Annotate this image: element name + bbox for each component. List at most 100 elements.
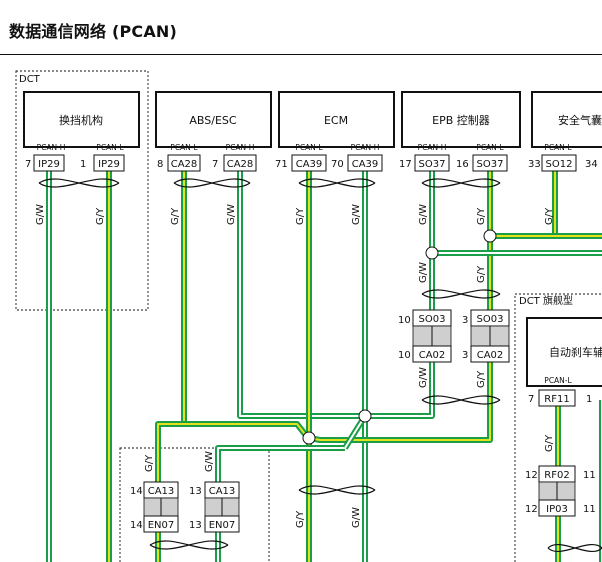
wire-label: G/Y	[544, 207, 555, 225]
pin-number: 3	[462, 350, 468, 361]
wire-label: G/Y	[170, 207, 181, 225]
module-tcu-label: 换挡机构	[59, 113, 103, 127]
wire-labels: G/W G/Y G/Y G/W G/Y G/W G/W G/Y G/Y G/W …	[35, 204, 555, 528]
twist-ca13	[149, 540, 229, 550]
wire-label: G/W	[418, 204, 429, 225]
module-aeb: 自动刹车辅 PCAN-L	[526, 317, 602, 387]
connector-name: SO37	[477, 159, 504, 170]
wire-label: G/Y	[95, 207, 106, 225]
pin-number: 16	[456, 159, 469, 170]
pin-number: 14	[130, 520, 143, 531]
connector-name: IP29	[98, 159, 120, 170]
twist-tcu	[38, 178, 120, 188]
twist-epb-low	[421, 395, 501, 405]
pin-number: 8	[157, 159, 163, 170]
wire-label: G/W	[35, 204, 46, 225]
wire-label: G/W	[418, 367, 429, 388]
wire-abs-l	[181, 171, 311, 440]
pin-label-abs-h: PCAN-H	[226, 143, 255, 152]
module-tcu: 换挡机构 PCAN-H PCAN-L	[23, 91, 140, 152]
pin-number: 71	[275, 159, 288, 170]
twist-rf	[547, 543, 602, 553]
wire-abs-h	[237, 171, 365, 419]
module-epb: EPB 控制器 PCAN-H PCAN-L	[401, 91, 521, 152]
page-title: 数据通信网络 (PCAN)	[9, 22, 178, 41]
connector-ca13-en07: 14 CA13 13 CA13 14 EN07 13 EN07	[130, 481, 240, 533]
wire-label: G/Y	[476, 265, 487, 283]
module-abs: ABS/ESC PCAN-L PCAN-H	[155, 91, 272, 152]
pin-label-tcu-l: PCAN-L	[96, 143, 124, 152]
connector-rf: 7 RF11 1 12 RF02 11 12 IP03 11	[525, 389, 596, 517]
connector-name: CA28	[171, 159, 198, 170]
connector-name: SO12	[546, 159, 573, 170]
pin-number: 10	[398, 315, 411, 326]
connector-name: EN07	[148, 520, 175, 531]
module-airbag: 安全气囊 PCAN-L	[531, 91, 602, 152]
pin-number: 17	[399, 159, 412, 170]
connector-name: SO03	[419, 314, 446, 325]
pin-number: 7	[25, 159, 31, 170]
pin-number: 13	[189, 486, 202, 497]
pin-label-airbag-l: PCAN-L	[544, 143, 572, 152]
connector-name: CA02	[477, 350, 504, 361]
connector-name: CA39	[352, 159, 379, 170]
splice-points	[302, 229, 497, 445]
connector-name: RF02	[544, 470, 569, 481]
group-box-dct-top	[15, 70, 149, 311]
pin-number: 7	[528, 394, 534, 405]
group-box-dct-flagship	[514, 293, 602, 562]
pin-number: 70	[331, 159, 344, 170]
pin-number: 14	[130, 486, 143, 497]
connector-so03-ca02: 10 SO03 3 SO03 10 CA02 3 CA02	[398, 309, 510, 363]
wire-label: G/Y	[544, 434, 555, 452]
twist-ecm	[298, 178, 376, 188]
pin-label-aeb-l: PCAN-L	[544, 376, 572, 385]
wire-label: G/W	[226, 204, 237, 225]
connector-name: SO37	[419, 159, 446, 170]
connector-name: RF11	[544, 394, 569, 405]
wires-layer	[46, 171, 602, 562]
connector-name: SO03	[477, 314, 504, 325]
pin-number: 33	[528, 159, 541, 170]
wire-label: G/Y	[295, 510, 306, 528]
module-ecm-label: ECM	[324, 114, 348, 127]
pin-number: 10	[398, 350, 411, 361]
twist-ecm-low	[298, 485, 376, 495]
pin-number: 13	[189, 520, 202, 531]
pin-number: 11	[583, 470, 596, 481]
module-epb-label: EPB 控制器	[432, 113, 490, 127]
connector-name: IP03	[546, 504, 568, 515]
pin-label-epb-l: PCAN-L	[476, 143, 504, 152]
wire-label: G/W	[351, 507, 362, 528]
splice-epb-l	[483, 229, 497, 243]
twist-epb-mid	[421, 289, 501, 299]
wire-label: G/Y	[295, 207, 306, 225]
connector-name: CA13	[148, 486, 175, 497]
module-ecm: ECM PCAN-L PCAN-H	[278, 91, 395, 152]
pin-number: 12	[525, 504, 538, 515]
pin-label-epb-h: PCAN-H	[418, 143, 447, 152]
wire-label: G/Y	[476, 370, 487, 388]
wire-label: G/W	[351, 204, 362, 225]
pin-number: 12	[525, 470, 538, 481]
connector-name: CA13	[209, 486, 236, 497]
splice-bus-right	[358, 409, 372, 423]
splice-bus-left	[302, 431, 316, 445]
splice-epb-h	[425, 246, 439, 260]
pin-label-ecm-h: PCAN-H	[351, 143, 380, 152]
group-label-dct-top: DCT	[19, 74, 41, 85]
twist-abs	[173, 178, 251, 188]
pin-label-abs-l: PCAN-L	[170, 143, 198, 152]
pin-number: 3	[462, 315, 468, 326]
connector-name: CA39	[296, 159, 323, 170]
group-label-dct-flagship: DCT 旗舰型	[519, 294, 573, 307]
connector-name: EN07	[209, 520, 236, 531]
group-box-lower-left	[119, 447, 270, 562]
connector-row-top: 7 IP29 1 IP29 8 CA28 7 CA28 71 CA39 70 C…	[25, 154, 598, 172]
wire-label: G/W	[204, 451, 215, 472]
wire-airbag-l	[490, 171, 558, 239]
pin-label-tcu-h: PCAN-H	[37, 143, 66, 152]
pin-number: 1	[586, 394, 592, 405]
pin-label-ecm-l: PCAN-L	[295, 143, 323, 152]
